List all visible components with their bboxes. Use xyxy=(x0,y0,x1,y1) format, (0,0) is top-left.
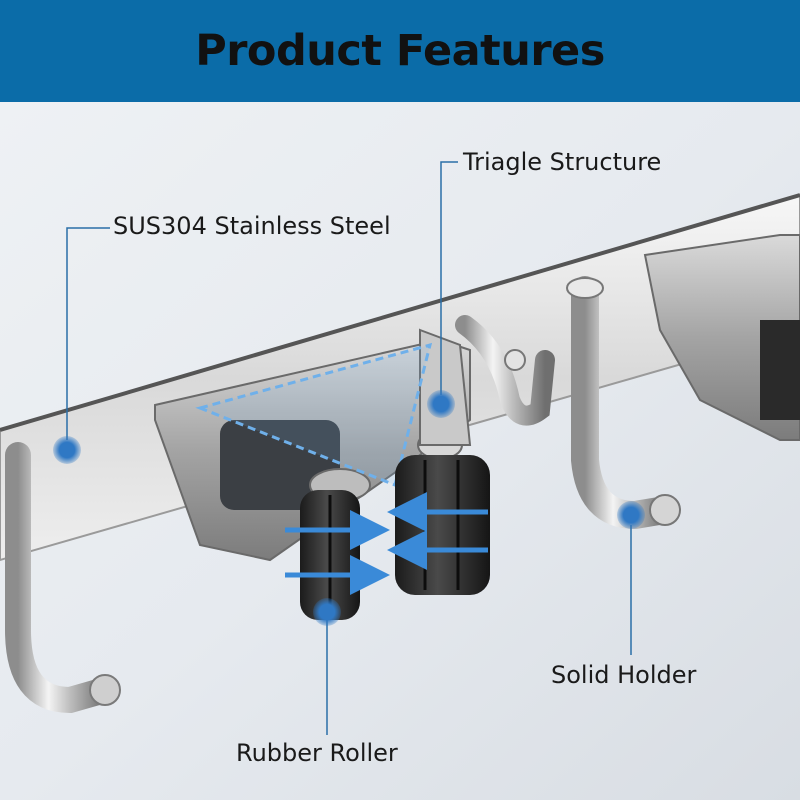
steel-leader-line xyxy=(66,227,110,440)
left-hook-icon xyxy=(5,442,121,714)
solid-holder-callout-dot xyxy=(617,501,645,529)
title-banner: Product Features xyxy=(0,0,800,102)
roller-clip-icon xyxy=(154,328,472,562)
solid-holder-callout-label: Solid Holder xyxy=(551,661,697,689)
small-hook-icon xyxy=(455,315,555,426)
rotation-arrows xyxy=(285,492,488,595)
callout-leaders xyxy=(66,161,632,735)
triangle-structure-outline xyxy=(195,342,433,488)
right-clip-icon xyxy=(643,234,800,441)
steel-callout-dot xyxy=(53,436,81,464)
page-title: Product Features xyxy=(195,26,605,76)
rubber-roller-left-icon xyxy=(300,490,360,620)
rail-top-edge xyxy=(0,193,800,432)
triangle-callout-label: Triagle Structure xyxy=(463,148,662,176)
product-illustration xyxy=(0,102,800,800)
roller-callout-dot xyxy=(313,598,341,626)
triangle-leader-line xyxy=(440,161,458,395)
rubber-roller-right-icon xyxy=(395,455,490,595)
rubber-roller-callout-label: Rubber Roller xyxy=(236,739,398,767)
steel-callout-label: SUS304 Stainless Steel xyxy=(113,212,391,240)
triangle-callout-dot xyxy=(427,390,455,418)
